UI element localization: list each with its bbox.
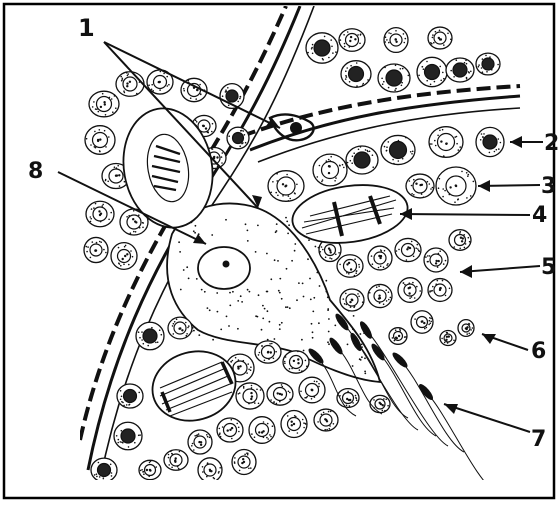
spermatocyte <box>198 458 222 482</box>
spermatogonium <box>417 57 447 86</box>
leydig-nucleus <box>290 122 302 134</box>
spermatocyte <box>168 317 192 339</box>
spermatid <box>368 284 392 307</box>
spermatocyte <box>429 127 463 158</box>
spermatocyte <box>339 29 365 52</box>
tissue-drawing <box>80 6 520 492</box>
spermatocyte <box>188 430 212 454</box>
spermatocyte <box>116 72 144 97</box>
label-7: 7 <box>531 427 546 452</box>
spermatid <box>389 328 407 345</box>
spermatocyte <box>384 28 408 53</box>
spermatogonium <box>446 58 474 82</box>
spermatocyte <box>283 351 309 374</box>
spermatozoon <box>390 350 464 452</box>
spermatid <box>395 238 421 261</box>
spermatocyte <box>406 174 434 198</box>
label-2: 2 <box>544 131 558 156</box>
spermatocyte <box>139 460 161 479</box>
label-8: 8 <box>28 159 43 184</box>
leader-4 <box>400 214 530 215</box>
primary-spermatocyte <box>436 167 476 205</box>
spermatocyte <box>299 377 325 403</box>
label-6: 6 <box>531 339 546 364</box>
spermatid <box>368 246 392 270</box>
label-4: 4 <box>532 203 547 228</box>
spermatogonium <box>346 146 378 174</box>
spermatid <box>411 311 433 334</box>
spermatogonium <box>306 33 338 63</box>
leader-7 <box>444 404 530 432</box>
spermatocyte <box>84 237 108 262</box>
label-3: 3 <box>541 174 556 199</box>
spermatid <box>340 289 364 311</box>
label-1: 1 <box>78 14 95 42</box>
spermatocyte <box>111 243 137 270</box>
spermatocyte <box>268 171 304 202</box>
dividing-cell-4 <box>289 178 412 250</box>
spermatogonium <box>91 458 117 482</box>
spermatid <box>428 279 452 302</box>
spermatogonium <box>476 53 500 75</box>
sertoli-nucleus <box>198 247 250 289</box>
spermatocyte <box>281 411 307 438</box>
dividing-cell-lower <box>145 342 244 429</box>
spermatocyte <box>232 450 256 475</box>
spermatogonium <box>341 61 371 88</box>
label-5: 5 <box>541 255 556 280</box>
spermatid <box>370 395 390 412</box>
spermatogonium <box>381 135 415 164</box>
spermatogonium <box>378 64 410 92</box>
spermatogonium <box>476 127 504 156</box>
spermatocyte <box>249 417 275 444</box>
spermatid <box>424 248 448 272</box>
spermatocyte <box>217 418 243 442</box>
spermatogonium <box>136 322 164 350</box>
spermatocyte <box>267 383 293 405</box>
spermatocyte <box>255 341 281 363</box>
spermatid <box>440 330 456 345</box>
spermatocyte <box>314 409 338 431</box>
spermatogonium <box>114 422 142 450</box>
spermatocyte <box>428 27 452 49</box>
spermatocyte <box>85 126 115 155</box>
spermatid <box>398 278 422 303</box>
spermatid <box>458 320 474 337</box>
spermatocyte <box>164 450 188 470</box>
spermatozoon <box>417 382 496 492</box>
spermatocyte <box>236 383 264 409</box>
spermatogonium <box>227 127 249 149</box>
spermatocyte <box>89 91 119 117</box>
spermatocyte <box>313 154 347 186</box>
spermatid <box>449 230 471 251</box>
spermatocyte <box>86 201 114 226</box>
spermatid <box>337 255 363 277</box>
spermatogonium <box>117 384 143 408</box>
sertoli-nucleolus <box>223 261 230 268</box>
